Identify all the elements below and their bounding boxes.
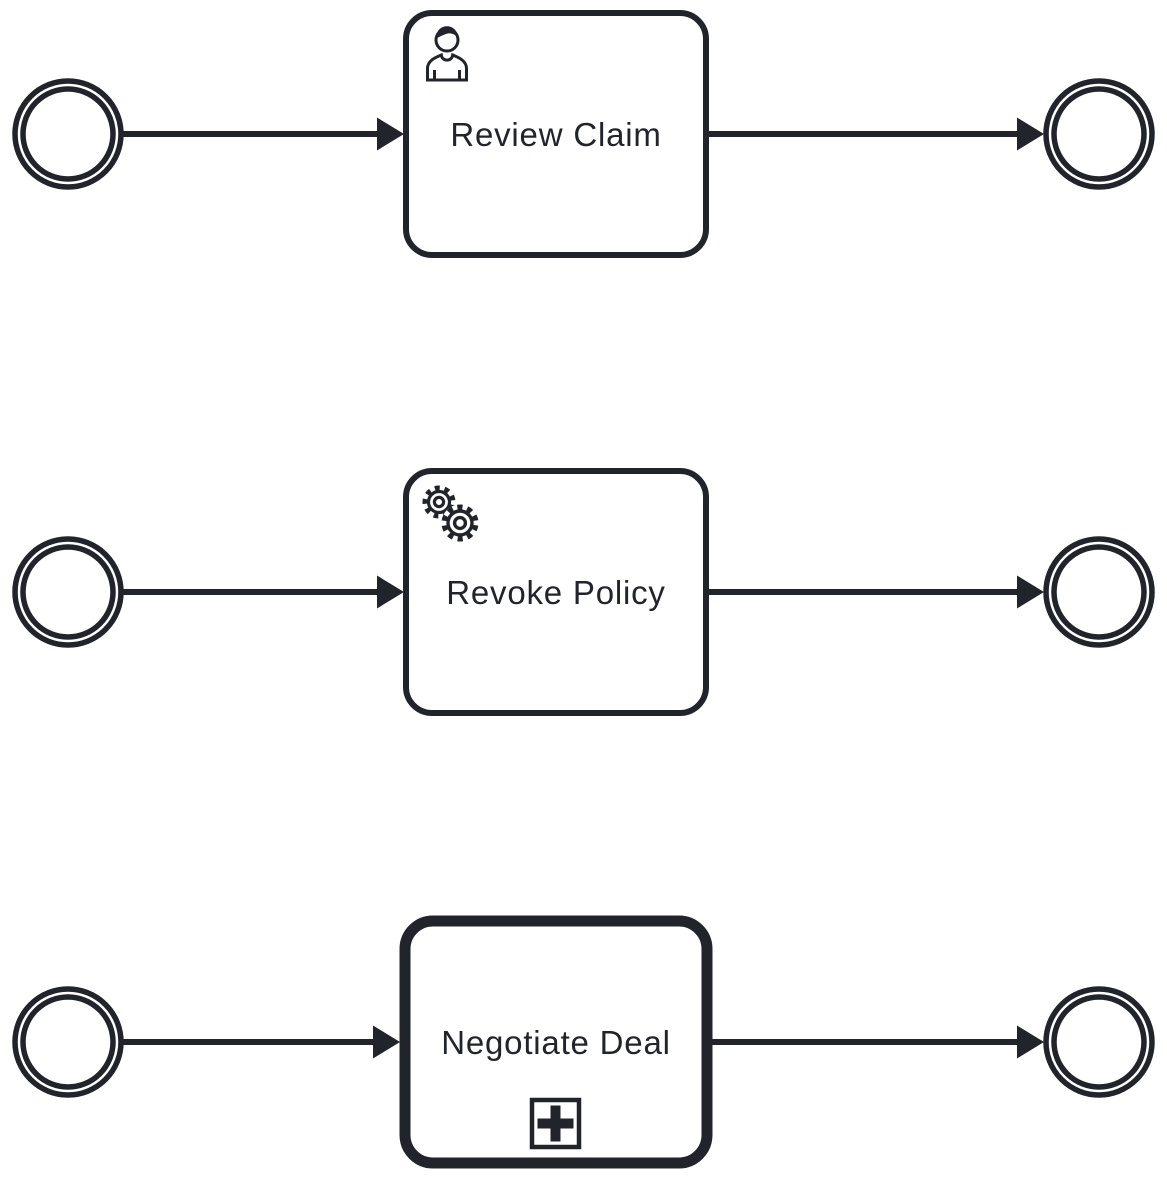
end-event-inner-ring — [1051, 994, 1147, 1090]
sequence-flow-in[interactable] — [123, 575, 405, 609]
service-task-revoke-policy[interactable]: Revoke Policy — [403, 468, 709, 716]
arrowhead-icon — [377, 117, 404, 151]
end-event-inner-ring — [1051, 544, 1147, 640]
end-event[interactable] — [1043, 78, 1155, 190]
task-label: Review Claim — [450, 116, 661, 153]
start-event-outer-ring — [12, 986, 124, 1098]
arrowhead-icon — [377, 575, 404, 609]
subprocess-plus-icon[interactable] — [529, 1097, 582, 1150]
end-event-outer-ring — [1043, 536, 1155, 648]
start-event-inner-ring — [20, 994, 116, 1090]
start-event[interactable] — [12, 78, 124, 190]
sequence-flow-in[interactable] — [123, 117, 405, 151]
sequence-flow-out[interactable] — [712, 1025, 1045, 1059]
sequence-flow-out[interactable] — [706, 575, 1044, 609]
start-event-inner-ring — [20, 544, 116, 640]
subprocess-shape — [399, 915, 713, 1169]
end-event[interactable] — [1043, 986, 1155, 1098]
arrowhead-icon — [1017, 575, 1044, 609]
user-icon — [426, 26, 468, 82]
task-label: Revoke Policy — [446, 574, 666, 611]
start-event[interactable] — [12, 536, 124, 648]
sequence-flow-out[interactable] — [706, 117, 1044, 151]
start-event-inner-ring — [20, 86, 116, 182]
start-event-outer-ring — [12, 78, 124, 190]
end-event-inner-ring — [1051, 86, 1147, 182]
end-event[interactable] — [1043, 536, 1155, 648]
arrowhead-icon — [1017, 117, 1044, 151]
process-row-negotiate-deal: Negotiate Deal — [12, 915, 1155, 1169]
start-event[interactable] — [12, 986, 124, 1098]
end-event-outer-ring — [1043, 78, 1155, 190]
arrowhead-icon — [373, 1025, 400, 1059]
process-row-review-claim: Review Claim — [12, 10, 1155, 258]
end-event-outer-ring — [1043, 986, 1155, 1098]
subprocess-negotiate-deal[interactable]: Negotiate Deal — [399, 915, 713, 1169]
sequence-flow-in[interactable] — [123, 1025, 401, 1059]
arrowhead-icon — [1017, 1025, 1044, 1059]
process-row-revoke-policy: Revoke Policy — [12, 468, 1155, 716]
task-label: Negotiate Deal — [441, 1024, 671, 1061]
user-task-review-claim[interactable]: Review Claim — [403, 10, 709, 258]
service-gears-icon — [422, 485, 479, 542]
start-event-outer-ring — [12, 536, 124, 648]
